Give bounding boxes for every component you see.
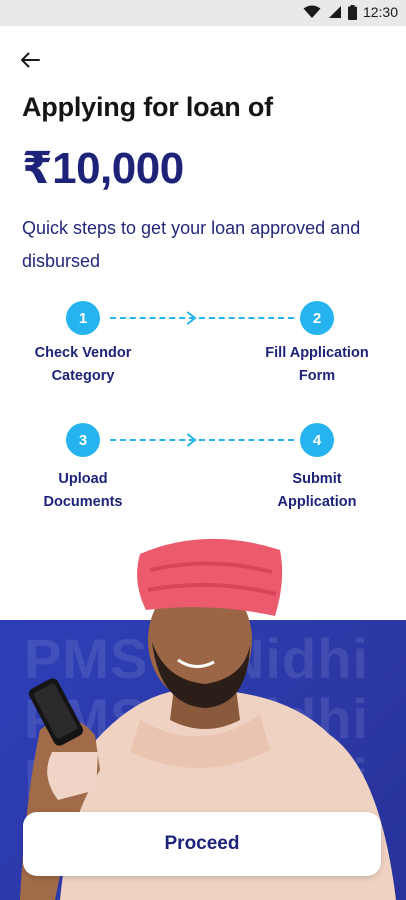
signal-icon — [328, 6, 341, 18]
step-3-label: Upload Documents — [13, 468, 153, 514]
chevron-right-icon — [187, 311, 197, 325]
back-button[interactable] — [14, 46, 46, 74]
step-2-label: Fill Application Form — [247, 342, 387, 388]
step-2-label-line1: Fill Application — [265, 345, 369, 361]
status-icons: 12:30 — [303, 4, 398, 20]
step-1-label: Check Vendor Category — [13, 342, 153, 388]
step-2-label-line2: Form — [298, 368, 336, 384]
wifi-icon — [303, 5, 321, 18]
step-connector-1-2 — [110, 317, 294, 319]
step-3-label-line2: Documents — [43, 494, 123, 510]
step-4-label-line2: Application — [277, 494, 357, 510]
step-4-label-line1: Submit — [292, 471, 342, 487]
step-1-label-line1: Check Vendor — [34, 345, 132, 361]
back-arrow-icon — [21, 52, 40, 68]
page-title: Applying for loan of — [22, 92, 273, 122]
step-1-label-line2: Category — [51, 368, 115, 384]
step-4-badge: 4 — [300, 423, 334, 457]
status-time: 12:30 — [362, 4, 398, 20]
step-connector-3-4 — [110, 439, 294, 441]
battery-icon — [347, 4, 357, 20]
step-3-badge: 3 — [66, 423, 100, 457]
loan-amount: ₹10,000 — [22, 144, 184, 193]
status-bar: 12:30 — [0, 0, 406, 26]
step-1-badge: 1 — [66, 301, 100, 335]
step-3-label-line1: Upload — [58, 471, 108, 487]
chevron-right-icon — [187, 433, 197, 447]
step-4-label: Submit Application — [247, 468, 387, 514]
proceed-button[interactable]: Proceed — [23, 812, 381, 876]
step-2-badge: 2 — [300, 301, 334, 335]
page-description: Quick steps to get your loan approved an… — [22, 218, 361, 271]
